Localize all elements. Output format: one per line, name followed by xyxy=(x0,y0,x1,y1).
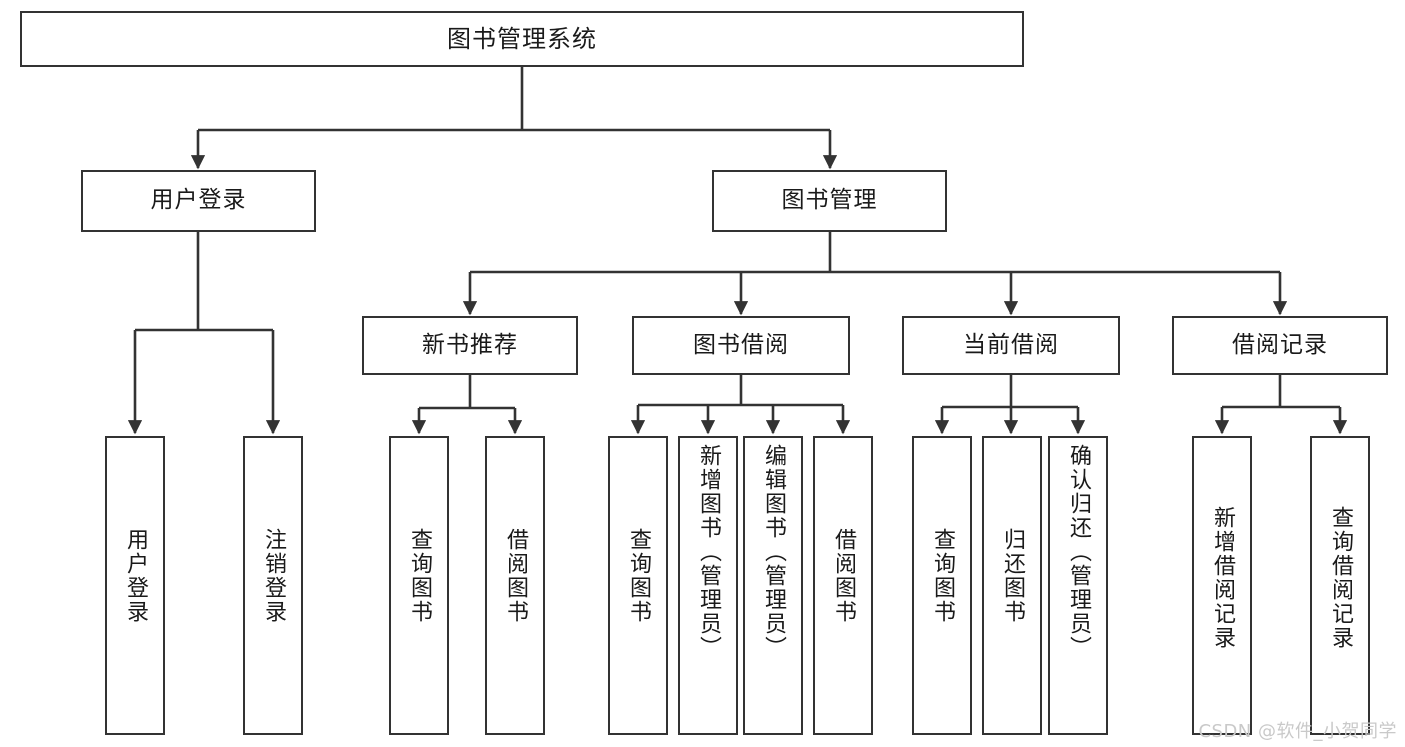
node-current-borrowing[interactable]: 当前借阅 xyxy=(902,316,1120,375)
node-label: 借阅图书 xyxy=(503,528,528,624)
node-label: 编辑图书（管理员） xyxy=(761,444,786,660)
node-label: 当前借阅 xyxy=(963,331,1059,358)
node-label: 借阅图书 xyxy=(831,528,856,624)
leaf-add-borrow-record[interactable]: 新增借阅记录 xyxy=(1192,436,1252,735)
node-label: 用户登录 xyxy=(150,187,247,214)
leaf-query-books-newbook[interactable]: 查询图书 xyxy=(389,436,449,735)
node-label: 确认归还（管理员） xyxy=(1066,444,1091,660)
node-label: 图书借阅 xyxy=(693,331,789,358)
leaf-query-books-borrow[interactable]: 查询图书 xyxy=(608,436,668,735)
node-label: 查询图书 xyxy=(930,528,955,624)
node-label: 用户登录 xyxy=(123,528,148,624)
node-label: 注销登录 xyxy=(261,528,286,624)
node-label: 查询图书 xyxy=(407,528,432,624)
node-label: 查询借阅记录 xyxy=(1328,506,1353,650)
node-label: 新书推荐 xyxy=(422,331,518,358)
node-label: 归还图书 xyxy=(1000,528,1025,624)
node-root-book-management-system[interactable]: 图书管理系统 xyxy=(20,11,1024,67)
leaf-return-books[interactable]: 归还图书 xyxy=(982,436,1042,735)
node-label: 图书管理 xyxy=(781,187,878,214)
leaf-add-book-admin[interactable]: 新增图书（管理员） xyxy=(678,436,738,735)
node-label: 新增借阅记录 xyxy=(1210,506,1235,650)
csdn-watermark: CSDN @软件_小贺同学 xyxy=(1198,721,1397,742)
node-label: 图书管理系统 xyxy=(447,24,597,53)
leaf-user-login[interactable]: 用户登录 xyxy=(105,436,165,735)
node-borrow-records[interactable]: 借阅记录 xyxy=(1172,316,1388,375)
node-user-login[interactable]: 用户登录 xyxy=(81,170,316,232)
node-new-book-recommendation[interactable]: 新书推荐 xyxy=(362,316,578,375)
leaf-query-borrow-record[interactable]: 查询借阅记录 xyxy=(1310,436,1370,735)
node-label: 借阅记录 xyxy=(1232,331,1328,358)
node-label: 查询图书 xyxy=(626,528,651,624)
leaf-confirm-return-admin[interactable]: 确认归还（管理员） xyxy=(1048,436,1108,735)
leaf-logout[interactable]: 注销登录 xyxy=(243,436,303,735)
leaf-query-books-current[interactable]: 查询图书 xyxy=(912,436,972,735)
leaf-borrow-books[interactable]: 借阅图书 xyxy=(813,436,873,735)
node-book-management[interactable]: 图书管理 xyxy=(712,170,947,232)
node-book-borrowing[interactable]: 图书借阅 xyxy=(632,316,850,375)
leaf-borrow-books-newbook[interactable]: 借阅图书 xyxy=(485,436,545,735)
node-label: 新增图书（管理员） xyxy=(696,444,721,660)
leaf-edit-book-admin[interactable]: 编辑图书（管理员） xyxy=(743,436,803,735)
